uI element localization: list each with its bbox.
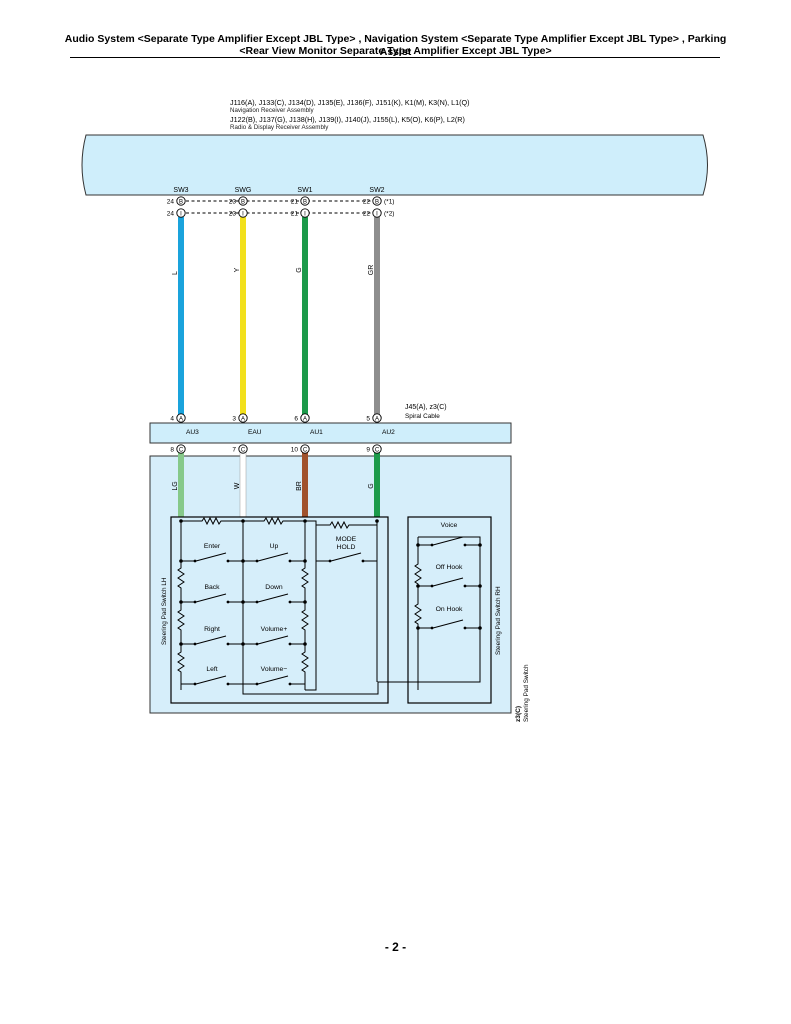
switch-lh-title: Steering Pad Switch LH — [161, 577, 168, 645]
wire-label-g-lower: G — [368, 483, 375, 488]
spiral-pins — [176, 413, 382, 454]
signal-sw2: SW2 — [369, 187, 384, 194]
conn-i-2: I — [242, 212, 244, 218]
pin-r1-sw3: 24 — [167, 199, 175, 206]
label-voice: Voice — [441, 522, 458, 529]
wire-label-lg: LG — [172, 481, 179, 490]
label-right: Right — [204, 626, 220, 633]
receiver-body — [81, 134, 708, 196]
label-volume-minus: Volume− — [261, 666, 288, 673]
pin-bot-au1: 10 — [291, 447, 299, 454]
conn-c-3: C — [303, 448, 308, 454]
wire-label-y: Y — [234, 267, 241, 272]
wire-lg — [178, 452, 184, 517]
label-back: Back — [204, 584, 220, 591]
switch-rh-title: Steering Pad Switch RH — [495, 586, 502, 655]
receiver-name-radio: Radio & Display Receiver Assembly — [230, 124, 329, 131]
wire-g-lower — [374, 452, 380, 517]
conn-i-1: I — [180, 212, 182, 218]
label-hold: HOLD — [337, 544, 356, 551]
steering-pad-module — [149, 455, 512, 714]
rh-circuit — [414, 536, 481, 690]
spiral-cable-body — [149, 422, 512, 444]
label-down: Down — [265, 584, 283, 591]
pin-r1-sw1: 21 — [291, 199, 299, 206]
rh-contacts — [416, 543, 482, 630]
spiral-name: Spiral Cable — [405, 413, 440, 420]
conn-a-3: A — [303, 417, 307, 423]
conn-b-1: B — [179, 200, 183, 206]
wire-l — [178, 217, 184, 415]
term-au3: AU3 — [186, 429, 199, 436]
pin-r2-swg: 23 — [229, 211, 237, 218]
label-left: Left — [206, 666, 217, 673]
label-up: Up — [270, 543, 279, 550]
lh-contacts — [179, 519, 379, 686]
pin-r1-sw2: 22 — [363, 199, 371, 206]
term-eau: EAU — [248, 429, 262, 436]
conn-a-1: A — [179, 417, 183, 423]
signal-sw1: SW1 — [297, 187, 312, 194]
wire-label-l: L — [172, 271, 179, 275]
page-number: - 2 - — [384, 940, 407, 954]
conn-c-4: C — [375, 448, 380, 454]
pin-r2-sw2: 22 — [363, 211, 371, 218]
conn-c-1: C — [179, 448, 184, 454]
wire-label-w: W — [234, 482, 241, 489]
header-line-1: Audio System <Separate Type Amplifier Ex… — [64, 33, 727, 58]
pin-r2-sw3: 24 — [167, 211, 175, 218]
label-mode: MODE — [336, 536, 357, 543]
conn-i-3: I — [304, 212, 306, 218]
spiral-connector: J45(A), z3(C) — [405, 404, 447, 411]
switch-rh-box — [407, 516, 492, 704]
label-volume-plus: Volume+ — [261, 626, 288, 633]
conn-i-4: I — [376, 212, 378, 218]
header-line-2: <Rear View Monitor Separate Type Amplifi… — [239, 45, 552, 57]
wire-br — [302, 452, 308, 517]
label-enter: Enter — [204, 543, 221, 550]
receiver-name-nav: Navigation Receiver Assembly — [230, 107, 314, 114]
signal-swg: SWG — [235, 187, 252, 194]
term-au1: AU1 — [310, 429, 323, 436]
pin-top-au2: 5 — [366, 416, 370, 423]
upper-wires — [178, 217, 380, 415]
wire-label-br: BR — [296, 481, 303, 491]
pad-connector: z3(C) — [515, 706, 522, 722]
conn-a-4: A — [375, 417, 379, 423]
label-on-hook: On Hook — [436, 606, 463, 613]
pin-r2-sw1: 21 — [291, 211, 299, 218]
wire-y — [240, 217, 246, 415]
pin-r1-swg: 23 — [229, 199, 237, 206]
pin-bot-eau: 7 — [232, 447, 236, 454]
note-1: (*1) — [384, 199, 394, 206]
switch-lh-box — [170, 516, 389, 704]
note-2: (*2) — [384, 211, 394, 218]
pad-name: Steering Pad Switch — [523, 664, 530, 722]
wire-label-gr: GR — [368, 265, 375, 276]
conn-b-3: B — [303, 200, 307, 206]
conn-b-2: B — [241, 200, 245, 206]
conn-a-2: A — [241, 417, 245, 423]
pin-top-au1: 6 — [294, 416, 298, 423]
pin-top-eau: 3 — [232, 416, 236, 423]
receiver-connectors-radio: J122(B), J137(G), J138(H), J139(I), J140… — [230, 115, 465, 124]
term-au2: AU2 — [382, 429, 395, 436]
signal-sw3: SW3 — [173, 187, 188, 194]
receiver-connectors-nav: J116(A), J133(C), J134(D), J135(E), J136… — [230, 98, 470, 107]
header-rule — [70, 57, 720, 58]
receiver-pins — [176, 196, 382, 218]
pin-bot-au2: 9 — [366, 447, 370, 454]
conn-b-4: B — [375, 200, 379, 206]
wire-label-g: G — [296, 267, 303, 272]
pin-top-au3: 4 — [170, 416, 174, 423]
pin-bot-au3: 8 — [170, 447, 174, 454]
lh-circuit — [177, 516, 419, 695]
label-off-hook: Off Hook — [436, 564, 463, 571]
conn-c-2: C — [241, 448, 246, 454]
wire-gr — [374, 217, 380, 415]
wire-g — [302, 217, 308, 415]
